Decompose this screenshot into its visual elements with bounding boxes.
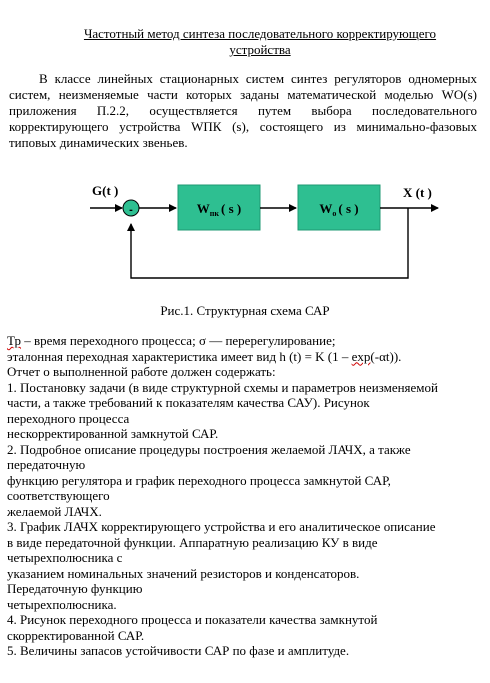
body-line: четырехполюсника с (7, 550, 123, 565)
document-title: Частотный метод синтеза последовательног… (83, 26, 437, 57)
body-line: в виде передаточной функции. Аппаратную … (7, 534, 378, 550)
body-line: 3. График ЛАЧХ корректирующего устройств… (7, 519, 436, 534)
definition-line: Тр – время переходного процесса; σ — пер… (7, 333, 482, 349)
block-plant-label: Wo( s ) (319, 201, 358, 218)
body-line: четырехполюсника. (7, 596, 117, 612)
tr-term: Тр (7, 333, 21, 348)
intro-paragraph: В классе линейных стационарных систем си… (9, 71, 477, 150)
body-text: Тр – время переходного процесса; σ — пер… (7, 333, 482, 659)
body-line: Отчет о выполненной работе должен содерж… (7, 364, 276, 379)
body-line: соответствующего (7, 488, 110, 503)
block-controller (177, 184, 261, 231)
body-line: 1. Постановку задачи (в виде структурной… (7, 379, 438, 395)
body-line: указанием номинальных значений резисторо… (7, 565, 360, 581)
block-plant (297, 184, 381, 231)
reference-response-text: эталонная переходная характеристика имее… (7, 348, 352, 364)
input-label: G(t ) (92, 183, 118, 198)
body-line: скорректированной САР. (7, 627, 145, 643)
body-line: передаточную (7, 457, 86, 472)
body-line: 2. Подробное описание процедуры построен… (7, 441, 411, 457)
body-line: функцию регулятора и график переходного … (7, 472, 391, 488)
body-line: части, а также требований к показателям … (7, 395, 370, 410)
figure-caption: Рис.1. Структурная схема САР (160, 303, 330, 318)
body-line: 5. Величины запасов устойчивости САР по … (7, 643, 350, 658)
exp-term: exp (351, 348, 371, 364)
body-line: нескорректированной замкнутой САР. (7, 426, 219, 441)
body-line: переходного процесса (7, 410, 130, 426)
feedback-line (127, 208, 409, 279)
block-diagram: G(t ) X (t ) - Wпк( s ) Wo( s ) (90, 183, 439, 279)
body-line: Передаточную функцию (7, 581, 143, 596)
block-controller-label: Wпк( s ) (197, 201, 241, 218)
sum-sign: - (129, 204, 133, 216)
output-label: X (t ) (403, 185, 432, 200)
reference-response-line: эталонная переходная характеристика имее… (7, 349, 482, 365)
reference-response-tail: (-αt)). (370, 348, 402, 364)
tr-definition: – время переходного процесса; σ — перере… (20, 333, 336, 348)
body-line: желаемой ЛАЧХ. (7, 503, 102, 519)
body-line: 4. Рисунок переходного процесса и показа… (7, 612, 378, 627)
